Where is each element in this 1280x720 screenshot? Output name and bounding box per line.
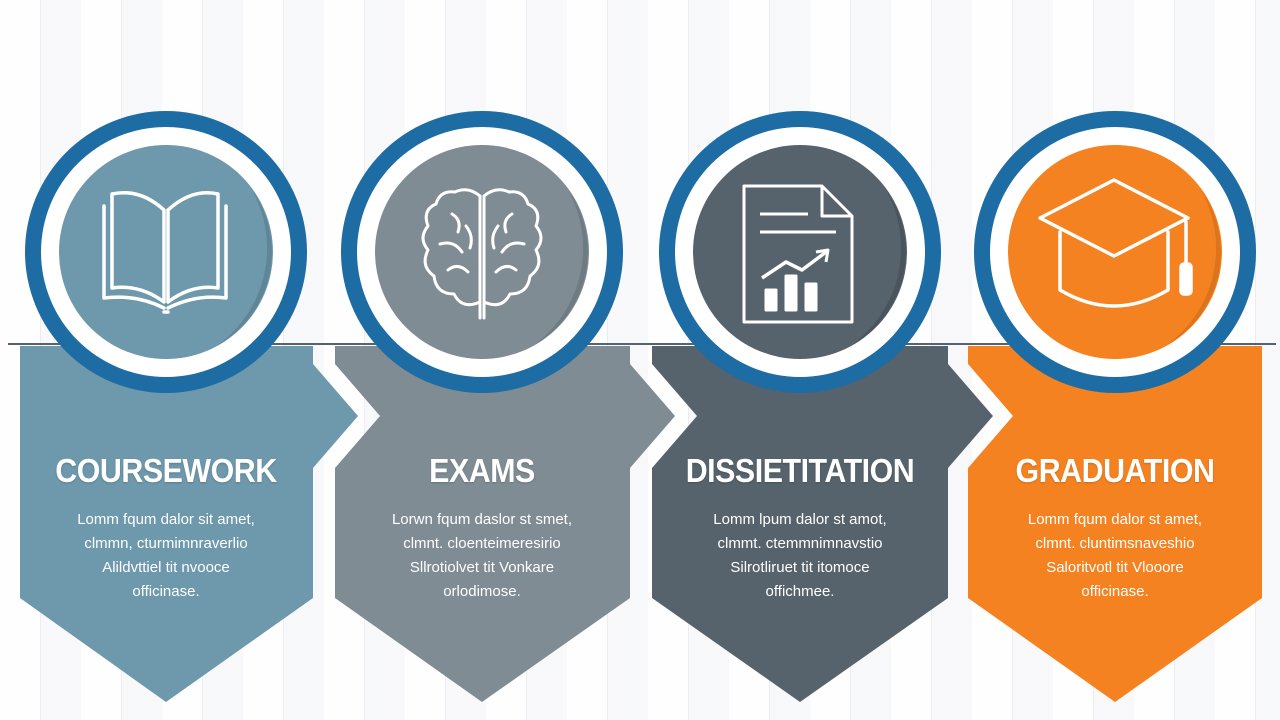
- step-circle-graduation: [974, 111, 1256, 393]
- step-description-exams: Lorwn fqum daslor st smet, clmnt. cloent…: [357, 508, 607, 604]
- graduation-cap-icon: [1038, 178, 1193, 308]
- step-title-dissertation: DISSIETITATION: [685, 452, 915, 489]
- description-line: Lorwn fqum daslor st smet,: [391, 511, 573, 528]
- description-line: clmnt. cloenteimeresirio: [403, 535, 561, 552]
- step-description-coursework: Lomm fqum dalor sit amet, clmmn, cturmim…: [41, 508, 291, 604]
- step-title-graduation: GRADUATION: [1015, 452, 1215, 489]
- document-chart-icon: [742, 184, 854, 324]
- description-line: Sllrotiolvet tit Vonkare: [409, 559, 555, 576]
- step-panel-exams: [335, 346, 675, 702]
- description-line: Lomm lpum dalor st amot,: [713, 511, 887, 528]
- description-line: orlodimose.: [443, 583, 521, 600]
- step-description-graduation: Lomm fqum dalor st amet, clmnt. cluntims…: [990, 508, 1240, 604]
- step-circle-coursework: [25, 111, 307, 393]
- step-description-dissertation: Lomm lpum dalor st amot, clmmt. ctemmnim…: [675, 508, 925, 604]
- description-line: clmmn, cturmimnraverlio: [84, 535, 248, 552]
- description-line: clmmt. ctemmnimnavstio: [717, 535, 883, 552]
- step-panel-graduation: [968, 346, 1262, 702]
- open-book-icon: [102, 191, 228, 314]
- description-line: officinase.: [132, 583, 200, 600]
- description-line: Lomm fqum dalor sit amet,: [77, 511, 255, 528]
- step-title-exams: EXAMS: [429, 452, 535, 489]
- description-line: offichmee.: [765, 583, 835, 600]
- step-circle-dissertation: [659, 111, 941, 393]
- step-panel-dissertation: [652, 346, 993, 702]
- step-circle-exams: [341, 111, 623, 393]
- description-line: Silrotliruet tit itomoce: [730, 559, 870, 576]
- description-line: clmnt. cluntimsnaveshio: [1035, 535, 1195, 552]
- description-line: Alildvttiel tit nvooce: [102, 559, 230, 576]
- description-line: Lomm fqum dalor st amet,: [1027, 511, 1203, 528]
- step-title-coursework: COURSEWORK: [55, 452, 277, 489]
- step-panel-coursework: [20, 346, 358, 702]
- brain-icon: [421, 188, 543, 320]
- description-line: officinase.: [1081, 583, 1149, 600]
- description-line: Saloritvotl tit Vlooore: [1046, 559, 1184, 576]
